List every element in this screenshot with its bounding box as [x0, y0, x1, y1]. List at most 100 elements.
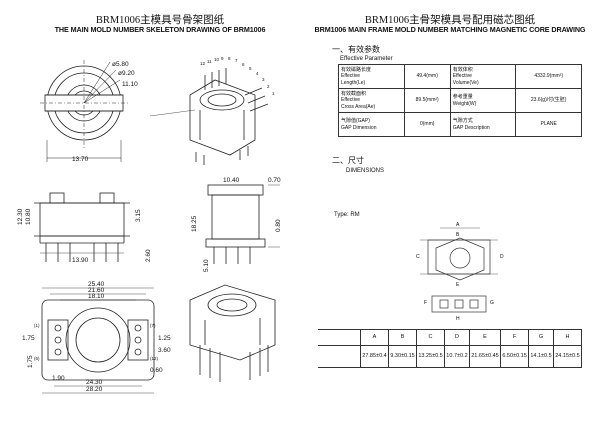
param-value: 89.5(mm²): [403, 88, 451, 113]
pin-label: 11: [207, 59, 212, 64]
dim-24-30: 24.30: [86, 379, 103, 386]
iso-view-bottom: [189, 284, 276, 382]
core-type: Type: RM: [334, 212, 360, 218]
core-letter: B: [456, 232, 460, 238]
dim-1-75a: 1.75: [22, 335, 35, 342]
dim-3-15: 3.15: [135, 209, 142, 222]
column-header: F: [500, 329, 530, 346]
table-cell: 13.25±0.5: [416, 345, 446, 368]
param-name: 气隙值(GAP)GAP Dimension: [338, 112, 405, 137]
top-view: [40, 60, 128, 162]
dim-0-70: 0.70: [268, 177, 281, 184]
table-cell: 10.7±0.2: [444, 345, 470, 368]
dim-12-30: 12.30: [17, 208, 24, 225]
dim-25-40: 25.40: [88, 281, 105, 288]
table-corner: [318, 329, 361, 346]
left-title-cn: BRM1006主模具号骨架图纸: [95, 15, 225, 26]
pin-label: 5: [249, 66, 252, 71]
dim-18-25: 18.25: [191, 215, 198, 232]
core-letter: C: [416, 254, 420, 260]
front-view: [34, 192, 130, 262]
column-header: B: [388, 329, 418, 346]
core-letter: F: [424, 300, 427, 306]
dim-10-80: 10.80: [25, 208, 32, 225]
pin-mark: (6): [34, 356, 40, 361]
dim-5-10: 5.10: [203, 259, 210, 272]
dim-28-20: 28.20: [86, 386, 103, 393]
pin-label: 9: [221, 56, 224, 61]
table-cell: 6.50±0.15: [500, 345, 530, 368]
dim-1-25: 1.25: [158, 335, 171, 342]
dim-3-60: 3.60: [158, 347, 171, 354]
pin-label: 8: [228, 56, 231, 61]
column-header: E: [468, 329, 502, 346]
pin-label: 12: [200, 61, 206, 66]
dim-phi-5-80: ø5.80: [112, 61, 129, 68]
pin-mark: (7): [150, 323, 156, 328]
core-letter: D: [500, 254, 504, 260]
dim-18-10: 18.10: [88, 293, 105, 300]
param-value: PLANE: [515, 112, 582, 137]
column-header: H: [552, 329, 583, 346]
core-letter: A: [456, 222, 460, 228]
core-drawing: [420, 227, 498, 313]
column-header: C: [416, 329, 446, 346]
dim-13-90: 13.90: [72, 257, 89, 264]
dim-2-60: 2.60: [145, 249, 152, 262]
core-letter: E: [456, 282, 460, 288]
table-row: 27.85±0.4 9.30±0.15 13.25±0.5 10.7±0.2 2…: [318, 345, 583, 368]
right-title-en: BRM1006 MAIN FRAME MOLD NUMBER MATCHING …: [314, 25, 586, 34]
dim-0-60: 0.60: [150, 367, 163, 374]
core-letter: H: [456, 316, 460, 322]
section-2-subtitle: DIMENSIONS: [346, 168, 385, 174]
row-header: [318, 345, 361, 368]
pin-label: 1: [272, 91, 275, 96]
column-header: D: [444, 329, 470, 346]
core-letter: G: [490, 300, 494, 306]
table-cell: 14.1±0.5: [528, 345, 554, 368]
table-header-row: A B C D E F G H: [318, 329, 583, 346]
dim-21-60: 21.60: [88, 287, 105, 294]
column-header: G: [528, 329, 554, 346]
dim-1-90: 1.90: [52, 375, 65, 382]
pin-label: 7: [235, 58, 238, 63]
right-title-cn: BRM1006主骨架模具号配用磁芯图纸: [364, 15, 536, 26]
dimension-table: A B C D E F G H 27.85±0.4 9.30±0.15 13.2…: [318, 329, 583, 368]
dim-10-40: 10.40: [223, 177, 240, 184]
section-2-title: 二、尺寸: [332, 156, 364, 165]
dim-1-75b: 1.75: [27, 355, 34, 368]
section-1-title: 一、有效参数: [332, 45, 380, 54]
table-cell: 27.85±0.4: [359, 345, 390, 368]
param-value: 49.4(mm): [403, 64, 451, 89]
section-1-subtitle: Effective Parameter: [340, 56, 393, 62]
pin-label: 3: [262, 77, 265, 82]
dim-11-10: 11.10: [122, 81, 138, 88]
pin-label: 6: [242, 62, 245, 67]
pin-label: 10: [214, 57, 220, 62]
param-value: 23.6(g)/付(生胚): [515, 88, 582, 113]
dim-0-80: 0.80: [275, 219, 282, 232]
pin-mark: (12): [150, 356, 159, 361]
param-value: 4332.9(mm³): [515, 64, 582, 89]
dim-13-70: 13.70: [72, 156, 89, 163]
column-header: A: [359, 329, 390, 346]
iso-view-top: [149, 68, 269, 165]
table-cell: 9.30±0.15: [388, 345, 418, 368]
side-view: [205, 184, 280, 264]
left-title-en: THE MAIN MOLD NUMBER SKELETON DRAWING OF…: [54, 25, 266, 34]
param-value: 0(mm): [403, 112, 451, 137]
dim-phi-9-20: ø9.20: [118, 70, 135, 77]
table-cell: 21.65±0.45: [468, 345, 502, 368]
pin-label: 2: [267, 84, 270, 89]
bottom-view: [41, 287, 155, 394]
